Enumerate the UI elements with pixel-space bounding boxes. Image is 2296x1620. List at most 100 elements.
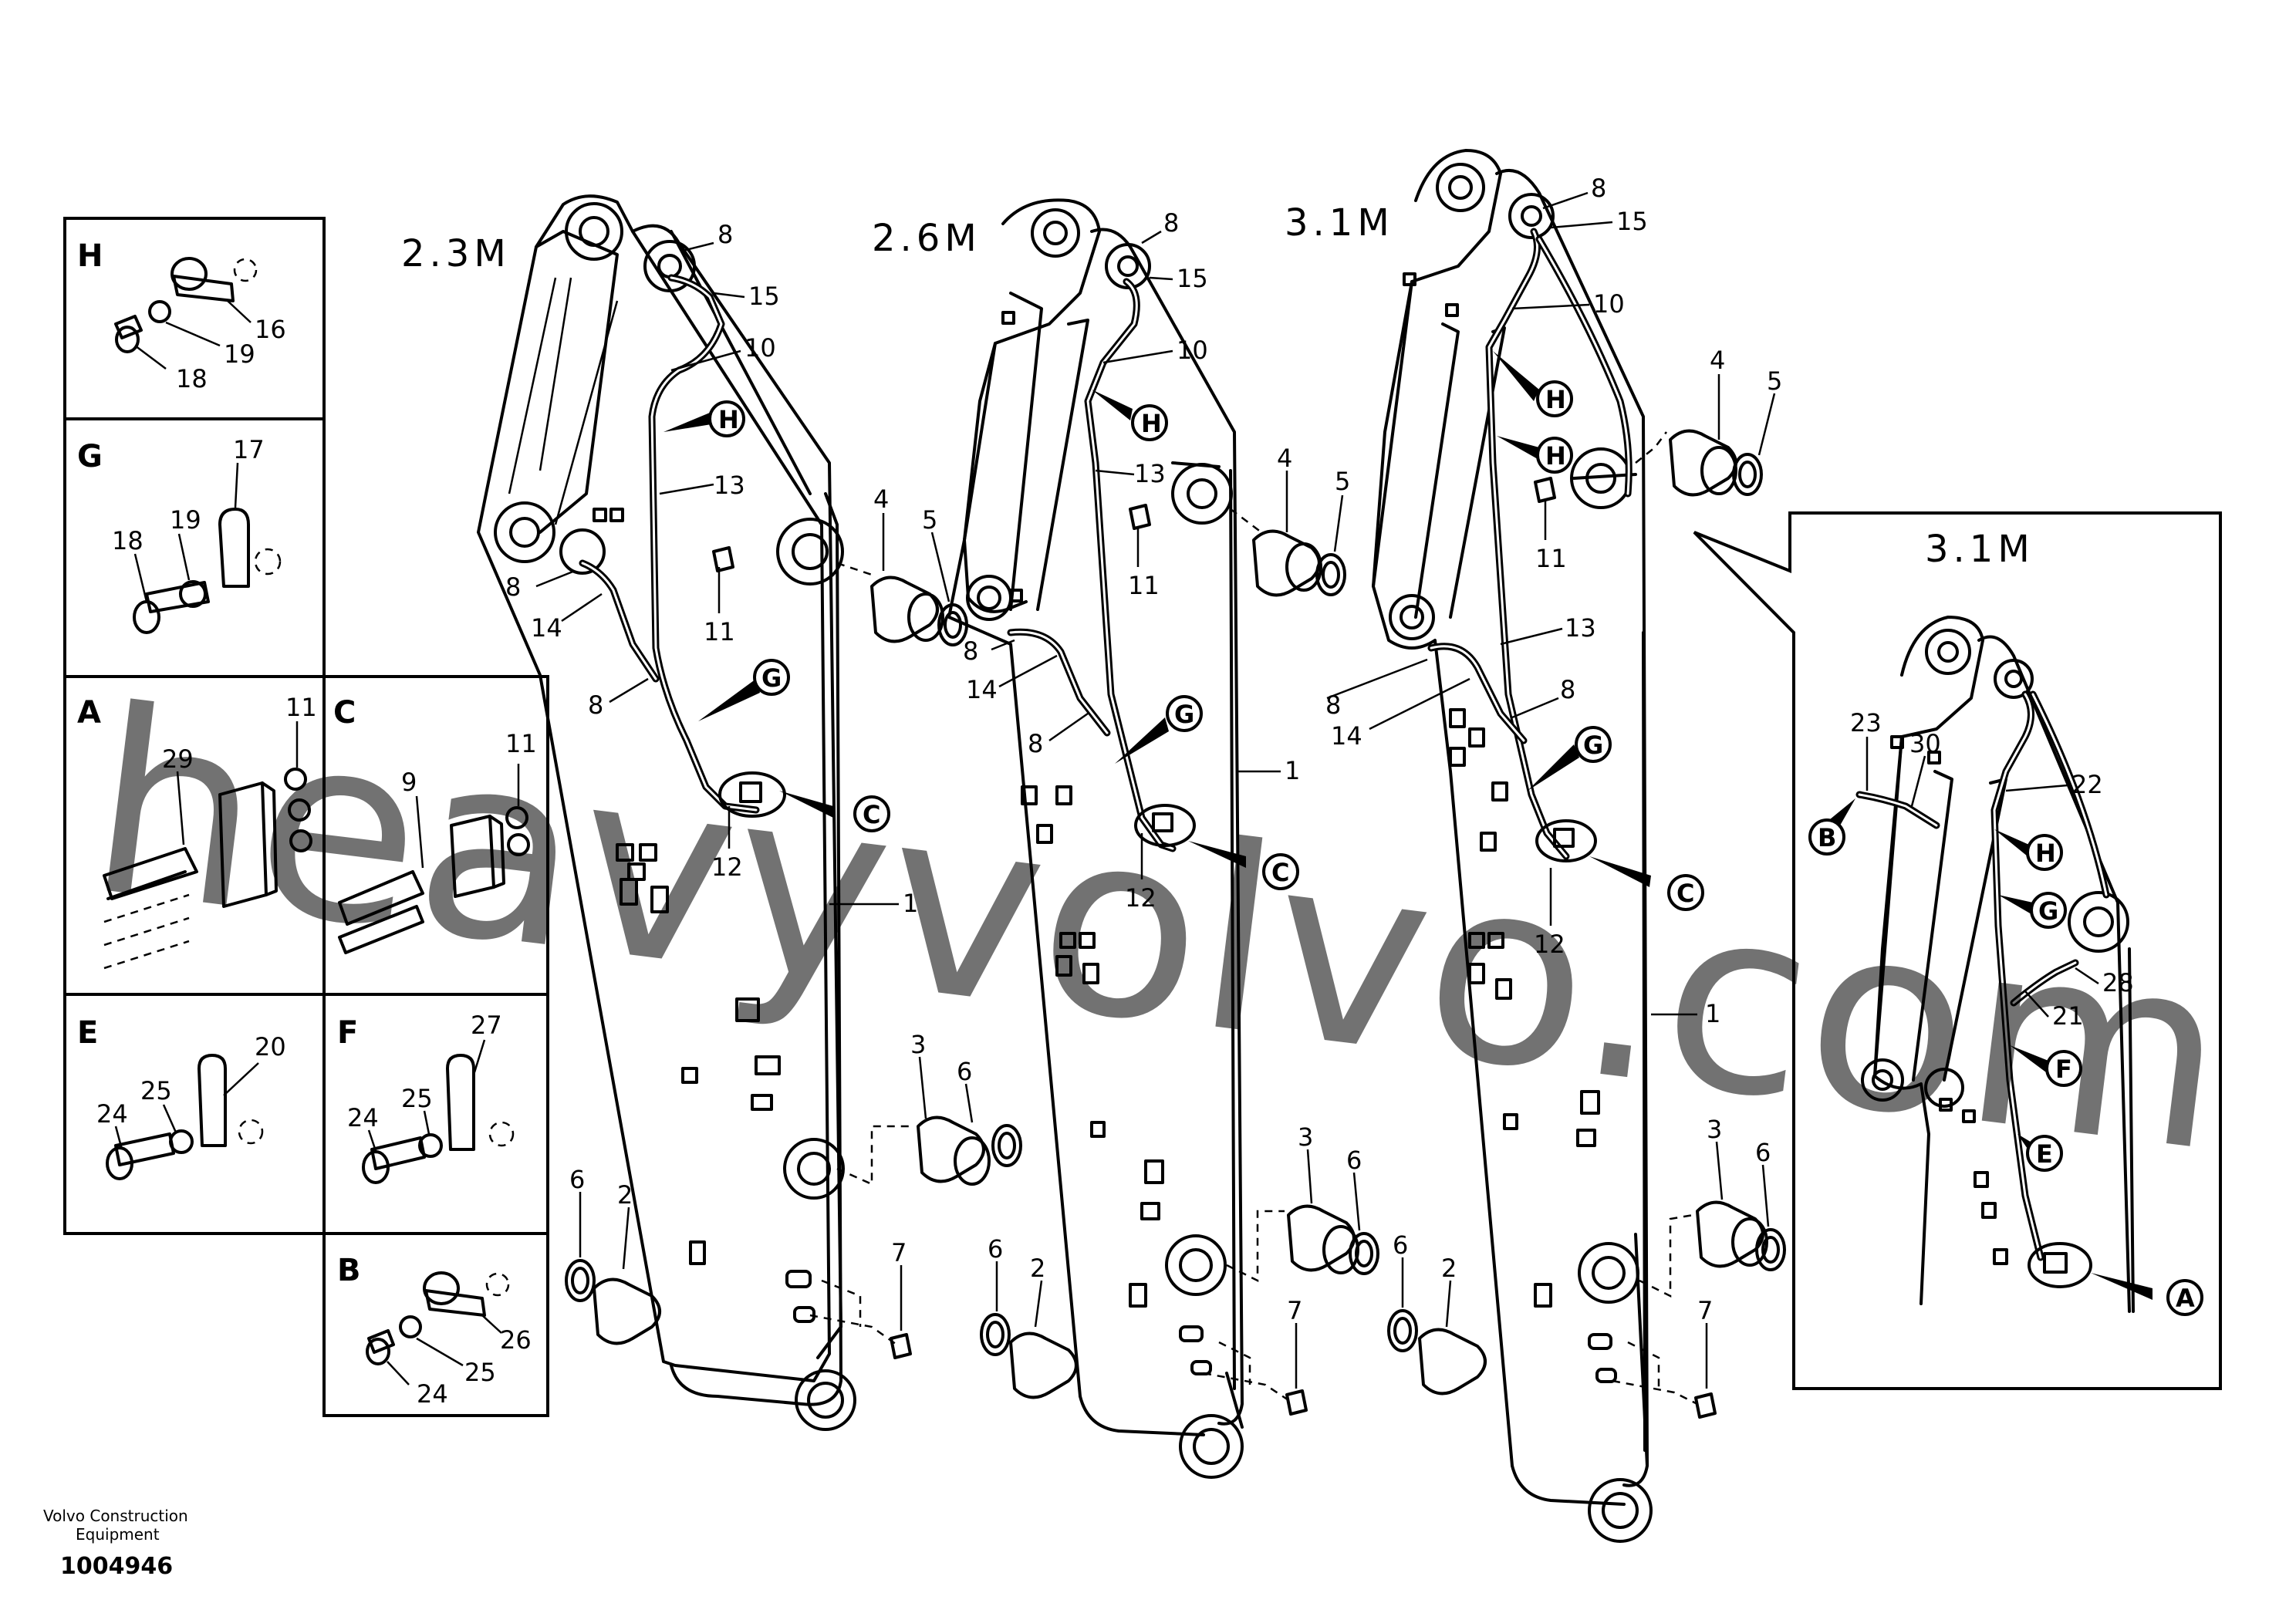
a3-callout-8b: 8 — [1325, 690, 1341, 720]
detail-ref-a: A — [2176, 1284, 2195, 1313]
a1-ref-c: C — [863, 800, 880, 829]
variant-label-2-3m: 2.3M — [401, 232, 511, 275]
panel-f — [322, 993, 549, 1235]
a1-callout-8: 8 — [718, 220, 733, 249]
a2-callout-8b: 8 — [963, 636, 978, 666]
callout-f-24: 24 — [347, 1103, 379, 1132]
arm-3-refs: H H G C — [1493, 351, 1704, 911]
clamp-f-drawing — [362, 1054, 515, 1184]
callout-g-17: 17 — [233, 435, 265, 464]
callout-b-24: 24 — [417, 1379, 448, 1409]
callout-g-19: 19 — [170, 505, 201, 535]
callout-f-25: 25 — [401, 1084, 433, 1113]
variant-label-3-1m: 3.1M — [1285, 201, 1394, 245]
panel-letter-b: B — [337, 1253, 361, 1288]
a1-callout-7: 7 — [891, 1238, 907, 1267]
a1-callout-6b: 6 — [569, 1165, 585, 1194]
arm-2-body — [947, 198, 1244, 1479]
a3-callout-6: 6 — [1755, 1138, 1771, 1167]
detail-callout-28: 28 — [2102, 968, 2134, 997]
a2-ref-c: C — [1271, 858, 1289, 887]
a2-callout-1: 1 — [1285, 756, 1300, 785]
callout-e-24: 24 — [96, 1099, 128, 1129]
a2-ref-h: H — [1141, 409, 1162, 438]
a2-ref-g: G — [1174, 700, 1194, 729]
panel-e — [63, 993, 326, 1235]
a1-callout-8b: 8 — [505, 572, 521, 602]
callout-c-11: 11 — [505, 729, 537, 758]
detail-view-3-1m: 3.1M — [1693, 511, 2222, 1390]
a2-callout-6b: 6 — [988, 1234, 1003, 1264]
a1-callout-13: 13 — [714, 471, 745, 500]
a3-callout-3: 3 — [1707, 1115, 1722, 1144]
arm-1-body — [477, 194, 856, 1431]
a1-callout-10: 10 — [745, 333, 776, 363]
callout-b-25: 25 — [464, 1358, 496, 1387]
a3-callout-10: 10 — [1593, 289, 1625, 319]
a1-callout-4: 4 — [873, 484, 889, 514]
a1-callout-2: 2 — [617, 1180, 633, 1210]
a3-callout-12: 12 — [1534, 930, 1565, 959]
a3-callout-6b: 6 — [1393, 1230, 1408, 1260]
panel-a — [63, 675, 326, 996]
variant-label-2-6m: 2.6M — [872, 217, 981, 260]
a3-callout-1: 1 — [1705, 999, 1720, 1028]
panel-letter-e: E — [77, 1015, 98, 1051]
a3-callout-2: 2 — [1441, 1254, 1457, 1283]
a3-callout-13: 13 — [1565, 613, 1596, 643]
a3-callout-8c: 8 — [1560, 675, 1575, 704]
part-number: 1004946 — [60, 1553, 173, 1580]
connector-c-drawing — [338, 806, 530, 954]
clamp-b-drawing — [366, 1271, 510, 1365]
clamp-e-drawing — [106, 1054, 264, 1180]
panel-g — [63, 417, 326, 678]
a3-callout-14: 14 — [1331, 721, 1362, 751]
a2-callout-3: 3 — [1298, 1122, 1313, 1152]
callout-h-16: 16 — [255, 315, 286, 344]
panel-letter-c: C — [333, 695, 356, 731]
a3-callout-4: 4 — [1710, 346, 1725, 375]
a1-callout-11: 11 — [704, 617, 735, 646]
a1-ref-g: G — [761, 663, 782, 693]
callout-h-19: 19 — [224, 339, 255, 369]
a1-callout-12: 12 — [711, 852, 743, 882]
callout-a-11: 11 — [285, 693, 317, 722]
a2-callout-8c: 8 — [1028, 729, 1043, 758]
a2-callout-12: 12 — [1125, 883, 1156, 913]
a1-callout-3: 3 — [910, 1030, 926, 1059]
a3-ref-c: C — [1676, 879, 1694, 908]
footer-company: Volvo Construction — [43, 1507, 188, 1525]
arm-2-callouts: 8 15 10 13 11 8 14 8 12 1 4 5 3 — [963, 208, 1362, 1389]
a1-callout-14: 14 — [531, 613, 562, 643]
detail-ref-e: E — [2036, 1139, 2053, 1169]
callout-f-27: 27 — [471, 1011, 502, 1040]
arm-3-callouts: 8 15 10 11 13 8 8 14 12 1 4 5 3 — [1325, 174, 1782, 1389]
detail-callout-22: 22 — [2071, 770, 2103, 799]
a2-callout-13: 13 — [1134, 459, 1166, 488]
a1-callout-15: 15 — [748, 282, 780, 311]
callout-c-9: 9 — [401, 768, 417, 797]
a3-callout-7: 7 — [1697, 1296, 1713, 1325]
a1-callout-5: 5 — [922, 505, 937, 535]
a2-callout-10: 10 — [1177, 336, 1208, 365]
arm-3-1m: 3.1M — [1285, 149, 1786, 1543]
a2-callout-11: 11 — [1128, 571, 1160, 600]
detail-callout-23: 23 — [1850, 708, 1882, 737]
detail-panels: H 16 19 18 G 17 18 19 A — [63, 217, 549, 1417]
detail-ref-g: G — [2038, 896, 2058, 926]
a2-callout-14: 14 — [966, 675, 998, 704]
a2-callout-4: 4 — [1277, 444, 1292, 473]
detail-ref-b: B — [1818, 823, 1836, 852]
a2-callout-5: 5 — [1335, 467, 1350, 496]
a2-callout-8: 8 — [1163, 208, 1179, 238]
detail-callout-21: 21 — [2052, 1001, 2084, 1031]
arm-2-6m: 2.6M — [872, 198, 1379, 1479]
callout-a-29: 29 — [162, 744, 194, 774]
panel-letter-h: H — [77, 238, 103, 274]
arm-3-pins — [1387, 429, 1786, 1419]
a1-callout-6: 6 — [957, 1057, 972, 1086]
a3-callout-5: 5 — [1767, 366, 1782, 396]
panel-h — [63, 217, 326, 420]
a2-callout-6: 6 — [1346, 1146, 1362, 1175]
